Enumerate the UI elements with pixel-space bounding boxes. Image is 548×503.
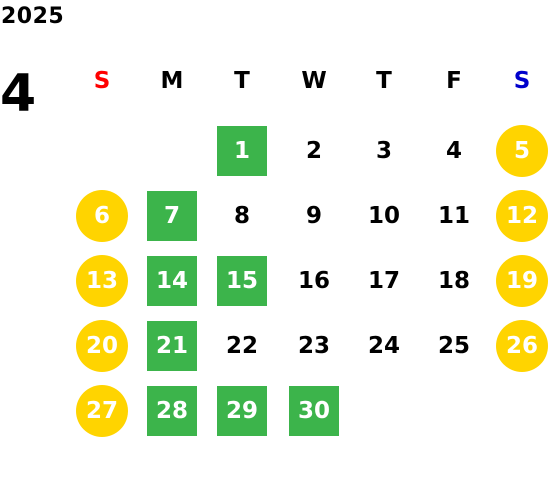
- day-cell-24[interactable]: 24: [356, 320, 412, 372]
- day-cell-8[interactable]: 8: [214, 190, 270, 242]
- day-cell-1[interactable]: 1: [214, 125, 270, 177]
- day-cell-26[interactable]: 26: [494, 320, 548, 372]
- day-cell-28[interactable]: 28: [144, 385, 200, 437]
- day-number: 18: [437, 268, 470, 294]
- month-number: 4: [0, 64, 37, 124]
- day-number: 17: [367, 268, 400, 294]
- day-number: 16: [297, 268, 330, 294]
- day-number: 21: [147, 321, 197, 371]
- day-number: 11: [437, 203, 470, 229]
- year-label: 2025: [1, 4, 65, 29]
- day-cell-27[interactable]: 27: [74, 385, 130, 437]
- day-number: 2: [305, 138, 322, 164]
- day-number: 8: [233, 203, 250, 229]
- day-number: 7: [147, 191, 197, 241]
- day-number: 25: [437, 333, 470, 359]
- day-cell-25[interactable]: 25: [426, 320, 482, 372]
- day-cell-12[interactable]: 12: [494, 190, 548, 242]
- weekday-header-4: T: [376, 68, 392, 94]
- day-number: 10: [367, 203, 400, 229]
- weekday-header-2: T: [234, 68, 250, 94]
- day-number: 24: [367, 333, 400, 359]
- day-number: 3: [375, 138, 392, 164]
- day-cell-17[interactable]: 17: [356, 255, 412, 307]
- day-number: 29: [217, 386, 267, 436]
- day-cell-2[interactable]: 2: [286, 125, 342, 177]
- weekday-header-1: M: [160, 68, 184, 94]
- day-number: 20: [76, 320, 128, 372]
- day-number: 4: [445, 138, 462, 164]
- weekday-header-3: W: [301, 68, 327, 94]
- day-cell-29[interactable]: 29: [214, 385, 270, 437]
- day-cell-16[interactable]: 16: [286, 255, 342, 307]
- day-number: 23: [297, 333, 330, 359]
- day-number: 27: [76, 385, 128, 437]
- day-cell-18[interactable]: 18: [426, 255, 482, 307]
- day-number: 5: [496, 125, 548, 177]
- day-cell-22[interactable]: 22: [214, 320, 270, 372]
- day-number: 1: [217, 126, 267, 176]
- day-cell-10[interactable]: 10: [356, 190, 412, 242]
- day-number: 6: [76, 190, 128, 242]
- day-cell-13[interactable]: 13: [74, 255, 130, 307]
- day-cell-30[interactable]: 30: [286, 385, 342, 437]
- weekday-header-5: F: [446, 68, 462, 94]
- day-number: 12: [496, 190, 548, 242]
- day-number: 15: [217, 256, 267, 306]
- day-cell-4[interactable]: 4: [426, 125, 482, 177]
- day-cell-7[interactable]: 7: [144, 190, 200, 242]
- day-cell-19[interactable]: 19: [494, 255, 548, 307]
- day-cell-3[interactable]: 3: [356, 125, 412, 177]
- day-number: 26: [496, 320, 548, 372]
- day-number: 28: [147, 386, 197, 436]
- day-cell-21[interactable]: 21: [144, 320, 200, 372]
- day-cell-15[interactable]: 15: [214, 255, 270, 307]
- day-cell-11[interactable]: 11: [426, 190, 482, 242]
- day-number: 14: [147, 256, 197, 306]
- day-number: 30: [289, 386, 339, 436]
- day-cell-14[interactable]: 14: [144, 255, 200, 307]
- day-cell-9[interactable]: 9: [286, 190, 342, 242]
- day-cell-5[interactable]: 5: [494, 125, 548, 177]
- day-number: 22: [225, 333, 258, 359]
- day-cell-23[interactable]: 23: [286, 320, 342, 372]
- day-cell-6[interactable]: 6: [74, 190, 130, 242]
- day-number: 19: [496, 255, 548, 307]
- day-cell-20[interactable]: 20: [74, 320, 130, 372]
- weekday-header-0: S: [93, 68, 111, 94]
- day-number: 9: [305, 203, 322, 229]
- weekday-header-6: S: [513, 68, 531, 94]
- day-number: 13: [76, 255, 128, 307]
